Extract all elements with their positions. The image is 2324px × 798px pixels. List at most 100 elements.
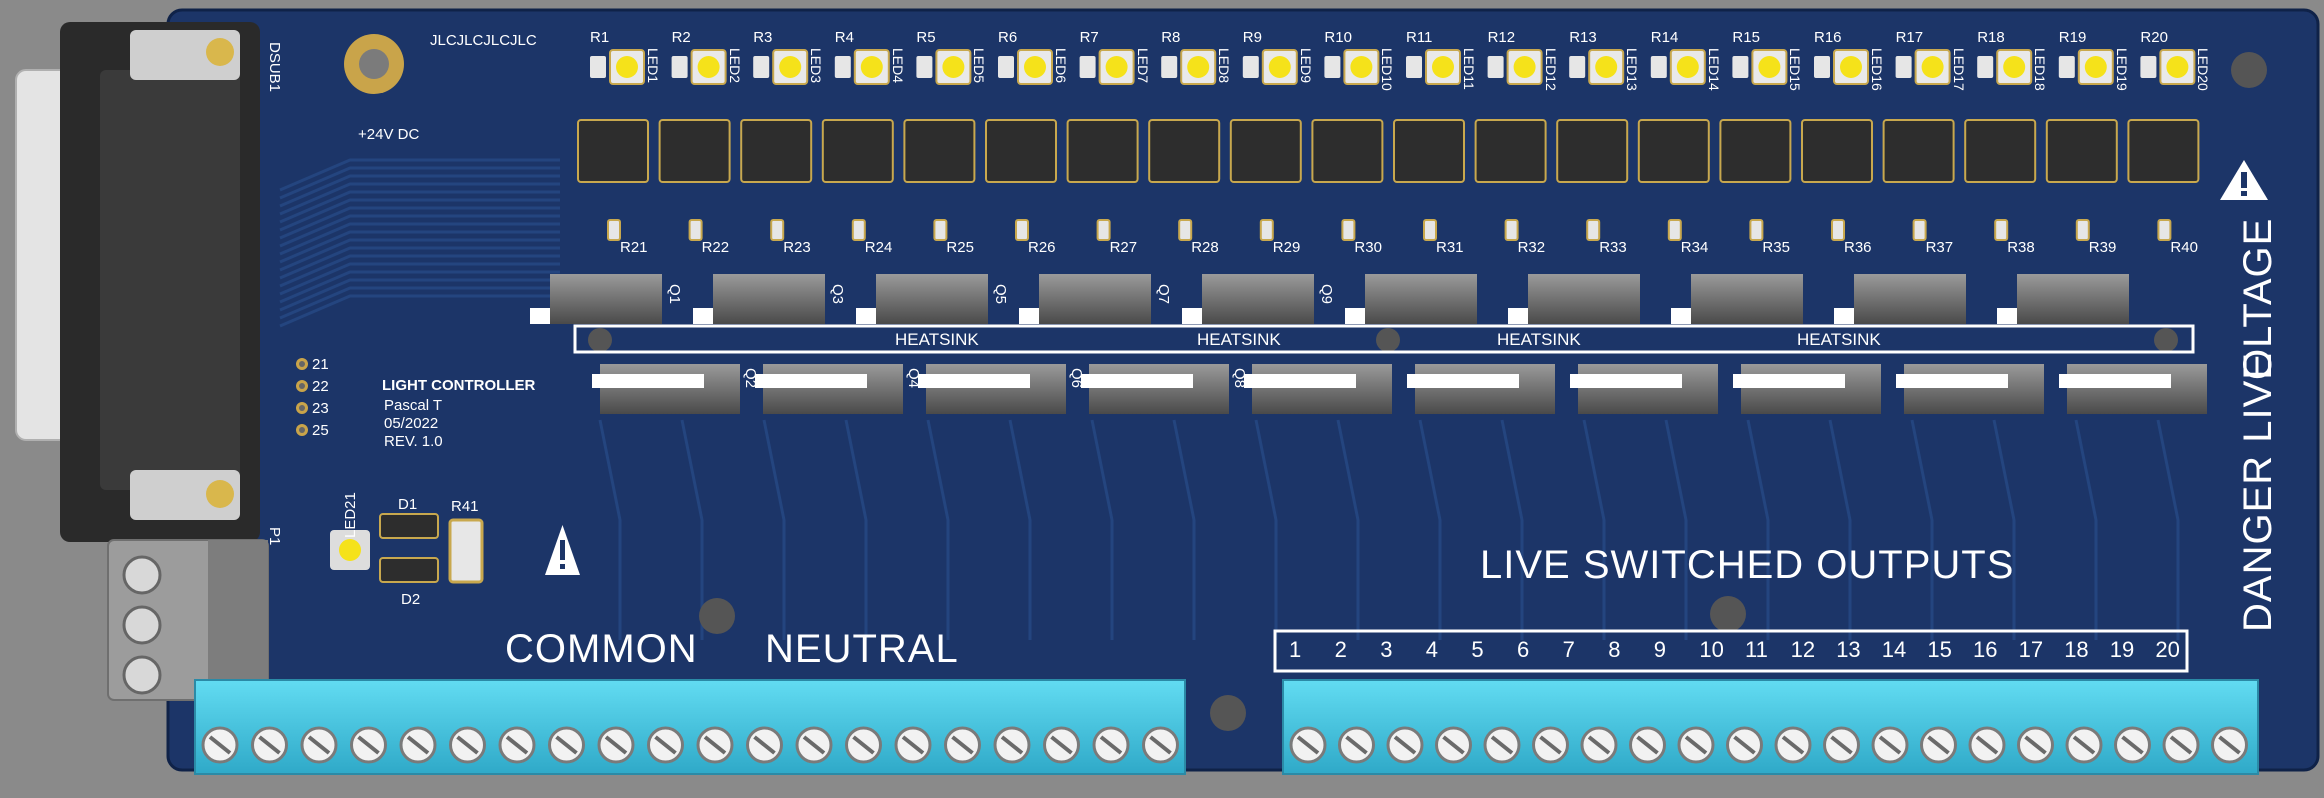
channels xyxy=(530,49,2207,414)
trace xyxy=(1254,419,1278,640)
resistor-label: R39 xyxy=(2088,239,2117,256)
screw-slot xyxy=(901,735,925,755)
gate-resistor xyxy=(2075,219,2090,241)
screw-slot xyxy=(1684,735,1708,755)
output-number: 4 xyxy=(1425,637,1439,662)
output-number: 19 xyxy=(2109,637,2135,662)
led-label: LED13 xyxy=(1624,48,1641,91)
trace xyxy=(279,286,560,320)
resistor-body xyxy=(753,56,770,78)
transistor-tab xyxy=(1081,374,1193,388)
optocoupler-ic xyxy=(2045,119,2118,183)
trace xyxy=(279,238,560,272)
p1-terminal xyxy=(107,539,269,701)
screw-slot xyxy=(1878,735,1902,755)
screw-slot xyxy=(1345,735,1368,755)
led-lamp xyxy=(2084,56,2107,78)
screw-slot xyxy=(1636,735,1659,755)
resistor-label: R38 xyxy=(2007,239,2035,256)
led-label: LED18 xyxy=(2032,48,2049,91)
transistor-body xyxy=(600,364,740,414)
trace xyxy=(279,174,560,208)
resistor-label: R6 xyxy=(998,29,1018,46)
gate-resistor xyxy=(1015,219,1029,241)
resistor-body xyxy=(1406,56,1422,78)
resistor-body xyxy=(1487,56,1504,78)
resistor-body xyxy=(1732,56,1749,78)
gate-resistor xyxy=(2157,219,2172,241)
heatsink-label-3: HEATSINK xyxy=(1497,330,1581,349)
led-lamp xyxy=(697,56,720,78)
resistor-body xyxy=(590,56,606,78)
gate-resistor xyxy=(1749,219,1764,241)
trace xyxy=(598,419,622,640)
screw-slot xyxy=(1099,735,1123,755)
gate-resistor xyxy=(933,219,948,241)
revision-label: REV. 1.0 xyxy=(384,433,443,450)
optocoupler-ic xyxy=(1719,119,1792,183)
transistor-body xyxy=(1528,274,1640,324)
resistor-label: R19 xyxy=(2058,29,2087,46)
resistor-label: R23 xyxy=(783,239,811,256)
output-number: 20 xyxy=(2155,637,2180,662)
screw-slot xyxy=(307,735,331,755)
terminal-blocks xyxy=(194,679,2259,775)
screw-slot xyxy=(406,735,430,755)
led-label: LED3 xyxy=(808,48,825,84)
transistor-body xyxy=(1089,364,1229,414)
output-number: 12 xyxy=(1790,637,1816,662)
trace xyxy=(844,419,868,640)
trace xyxy=(279,262,560,296)
screw-slot xyxy=(1830,735,1853,755)
led-lamp xyxy=(1513,56,1536,78)
trace xyxy=(2156,419,2180,640)
led-lamp xyxy=(616,56,638,78)
resistor-label: R37 xyxy=(1925,239,1954,256)
transistor-tab xyxy=(592,374,704,388)
screw-slot xyxy=(802,735,826,755)
resistor-label: R8 xyxy=(1161,29,1181,46)
trace xyxy=(1746,419,1770,640)
output-number: 14 xyxy=(1881,637,1907,662)
trace xyxy=(1664,419,1688,640)
screw-slot xyxy=(654,735,677,755)
gate-resistor xyxy=(851,219,866,241)
led-lamp xyxy=(1921,56,1944,78)
transistor-label: Q5 xyxy=(992,284,1009,305)
resistor-label: R35 xyxy=(1762,239,1790,256)
led-label: LED1 xyxy=(645,48,661,84)
pin-markers xyxy=(296,358,308,436)
trace xyxy=(279,246,560,280)
led-lamp xyxy=(1840,56,1862,78)
screw-slot xyxy=(555,735,578,755)
screw-slot xyxy=(1975,735,1999,755)
gate-resistor xyxy=(1994,219,2009,241)
transistor-tab xyxy=(1896,374,2008,388)
screw-slot xyxy=(357,735,380,755)
trace xyxy=(2074,419,2098,640)
optocoupler-ic xyxy=(985,119,1057,183)
screw-slot xyxy=(1050,735,1073,755)
gate-resistor xyxy=(1831,219,1845,241)
optocoupler-ic xyxy=(577,119,649,183)
resistor-label: R15 xyxy=(1732,29,1760,46)
resistor-body xyxy=(1324,56,1341,78)
transistor-body xyxy=(550,274,662,324)
led-label: LED12 xyxy=(1542,48,1559,91)
transistor-label: Q1 xyxy=(666,284,683,305)
resistor-label: R33 xyxy=(1599,239,1627,256)
transistor-tab xyxy=(2059,374,2171,388)
optocoupler-ic xyxy=(1148,119,1221,183)
resistor-body xyxy=(1242,56,1259,78)
output-number: 13 xyxy=(1836,637,1861,662)
led-label: LED9 xyxy=(1297,48,1314,84)
transistor-tab xyxy=(1407,374,1519,388)
date-label: 05/2022 xyxy=(384,415,439,432)
gate-resistor xyxy=(1423,219,1437,241)
gate-resistor xyxy=(1259,219,1274,241)
led-lamp xyxy=(1187,56,1210,78)
transistor-body xyxy=(1252,364,1392,414)
transistor-body xyxy=(1854,274,1966,324)
screw-slot xyxy=(1539,735,1562,755)
trace xyxy=(279,166,560,200)
